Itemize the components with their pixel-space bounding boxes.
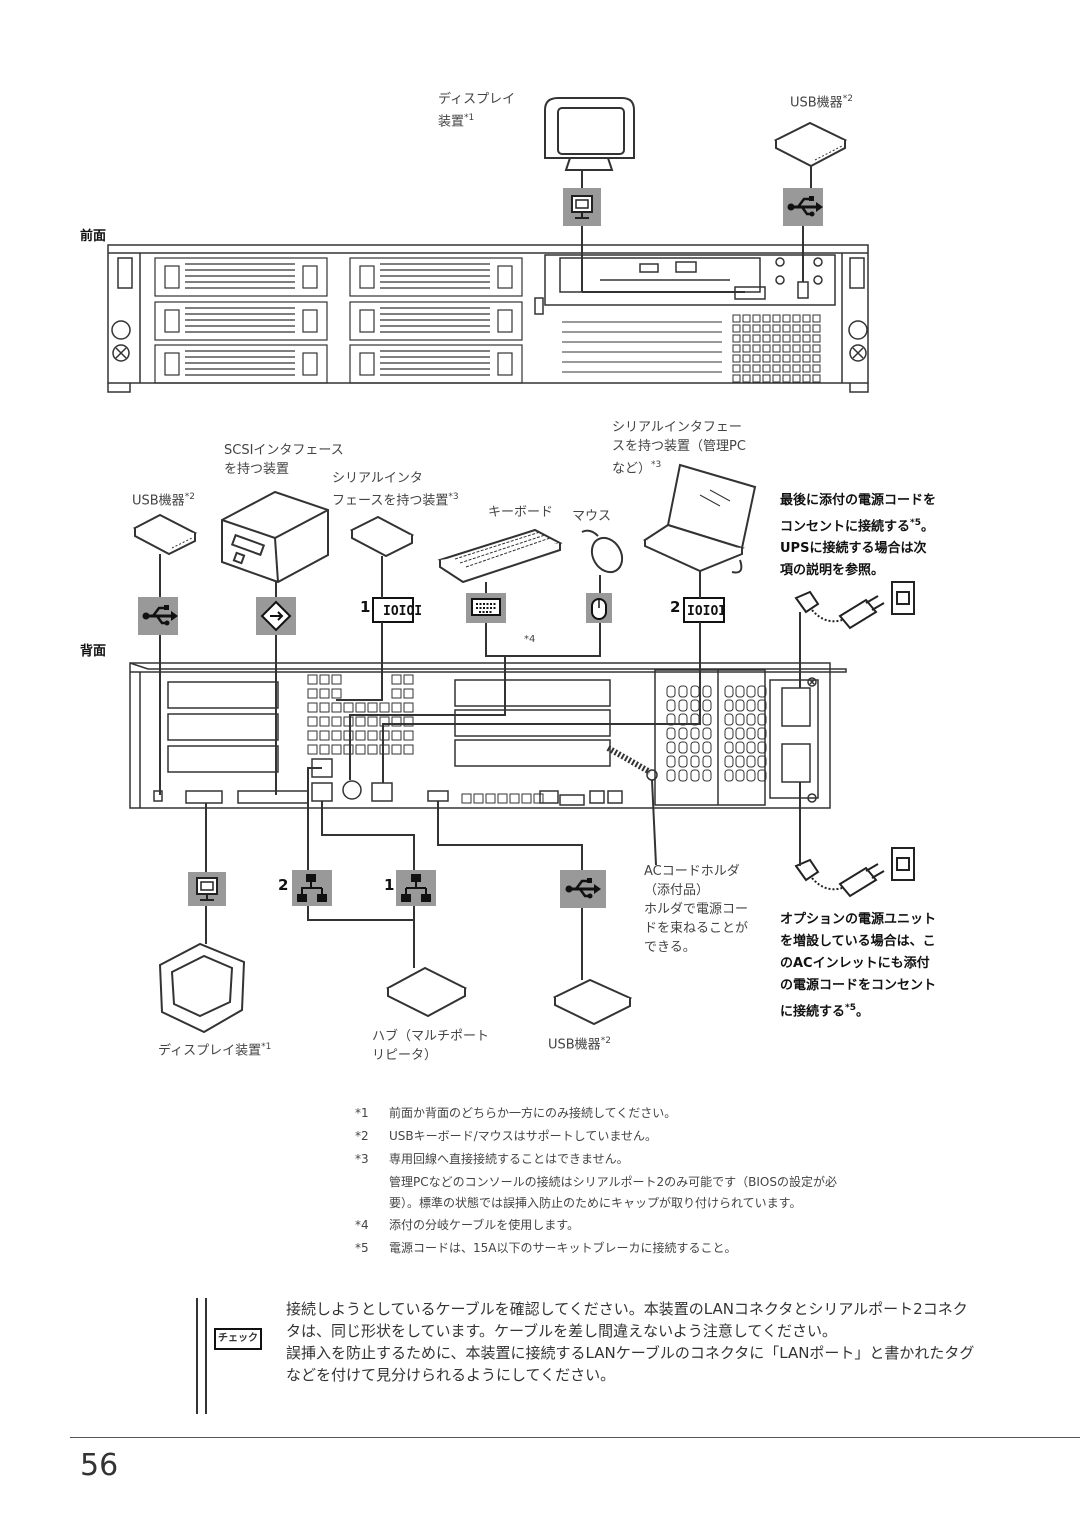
rear-usb-port-icon-2 xyxy=(560,870,606,908)
rear-usb-label-2: USB機器*2 xyxy=(548,1036,611,1053)
hdd-bay xyxy=(154,301,328,341)
svg-text:IOIOI: IOIOI xyxy=(687,604,726,619)
front-usb-device xyxy=(773,121,848,168)
lan-port-1-number: 1 xyxy=(384,876,395,894)
mouse-device xyxy=(581,529,624,574)
serial-port-2-icon: IOIOI xyxy=(683,597,726,623)
laptop-device xyxy=(642,463,757,574)
hdd-bay xyxy=(154,344,328,384)
check-callout: チェック 接続しようとしているケーブルを確認してください。本装置のLANコネクタ… xyxy=(196,1298,976,1414)
rear-usb-device-2 xyxy=(552,978,633,1026)
front-cables xyxy=(581,166,812,293)
mouse-port-icon xyxy=(586,593,612,623)
hub-label: ハブ（マルチポート リピータ） xyxy=(372,1029,490,1063)
front-display-port-icon xyxy=(563,188,601,226)
split-cable-note: *4 xyxy=(524,634,536,645)
keyboard-port-icon xyxy=(466,593,506,623)
rear-section-label: 背面 xyxy=(80,644,107,659)
check-bar xyxy=(196,1298,207,1414)
scsi-port-icon xyxy=(256,597,296,635)
hdd-bay xyxy=(349,301,523,341)
front-section-label: 前面 xyxy=(80,229,107,244)
rear-usb-label: USB機器*2 xyxy=(132,492,195,509)
hdd-bay xyxy=(349,257,523,297)
front-usb-label: USB機器*2 xyxy=(790,94,853,111)
serial-device-2-label: シリアルインタフェー スを持つ装置（管理PC など）*3 xyxy=(612,420,746,477)
footnote-3-cont-a: 管理PCなどのコンソールの接続はシリアルポート2のみ可能です（BIOSの設定が必 xyxy=(389,1175,837,1189)
check-paragraph-1: 接続しようとしているケーブルを確認してください。本装置のLANコネクタとシリアル… xyxy=(286,1300,968,1340)
front-vent-grill xyxy=(562,314,821,383)
serial-port-1-icon: IOIOI xyxy=(372,597,422,623)
check-text: 接続しようとしているケーブルを確認してください。本装置のLANコネクタとシリアル… xyxy=(286,1298,976,1386)
power-connect-note: 最後に添付の電源コードを コンセントに接続する*5。 UPSに接続する場合は次 … xyxy=(780,493,937,579)
scsi-device xyxy=(221,490,329,584)
serial-port-2-number: 2 xyxy=(670,598,681,616)
hdd-bay xyxy=(154,257,328,297)
mouse-label: マウス xyxy=(572,509,612,524)
option-power-note: オプションの電源ユニット を増設している場合は、こ のACインレットにも添付 の… xyxy=(780,912,937,1020)
front-display-label: ディスプレイ 装置*1 xyxy=(438,92,516,130)
svg-text:IOIOI: IOIOI xyxy=(383,604,422,619)
rear-vents xyxy=(307,674,767,804)
rear-display-monitor xyxy=(158,942,246,1034)
lan-port-1-icon xyxy=(396,870,436,906)
rear-display-port-icon xyxy=(188,872,226,906)
serial-device-1-label: シリアルインタ フェースを持つ装置*3 xyxy=(332,471,459,509)
page-number: 56 xyxy=(80,1448,119,1483)
scsi-label: SCSIインタフェース を持つ装置 xyxy=(224,443,344,477)
footnote-3-cont-b: 要）。標準の状態では誤挿入防止のためにキャップが取り付けられています。 xyxy=(389,1196,802,1210)
connection-diagram: IOIOI IOIOI xyxy=(107,97,915,1034)
front-display-monitor xyxy=(544,97,635,171)
page-rule xyxy=(70,1437,1080,1438)
lan-port-2-number: 2 xyxy=(278,876,289,894)
hub-device xyxy=(385,966,468,1018)
rear-display-label: ディスプレイ装置*1 xyxy=(158,1042,272,1059)
serial-device-1 xyxy=(349,515,415,558)
front-optical-drive xyxy=(534,254,836,315)
keyboard-device xyxy=(437,528,563,584)
power-plug-bottom xyxy=(794,847,915,898)
cord-holder-label: ACコードホルダ （添付品） ホルダで電源コー ドを束ねることが できる。 xyxy=(644,864,749,955)
lan-port-2-icon xyxy=(292,870,332,906)
rear-usb-port-icon xyxy=(138,597,178,635)
check-paragraph-2: 誤挿入を防止するために、本装置に接続するLANケーブルのコネクタに「LANポート… xyxy=(286,1344,975,1384)
front-usb-port-icon xyxy=(783,188,823,226)
power-plug-top xyxy=(794,581,915,630)
rear-usb-device xyxy=(132,513,198,556)
hdd-bay xyxy=(349,344,523,384)
serial-port-1-number: 1 xyxy=(360,598,371,616)
rear-cables xyxy=(159,554,801,980)
rear-chassis xyxy=(129,662,847,809)
front-hdd-bays xyxy=(154,257,523,384)
keyboard-label: キーボード xyxy=(488,505,554,520)
check-badge: チェック xyxy=(214,1328,262,1350)
front-chassis xyxy=(107,244,869,393)
